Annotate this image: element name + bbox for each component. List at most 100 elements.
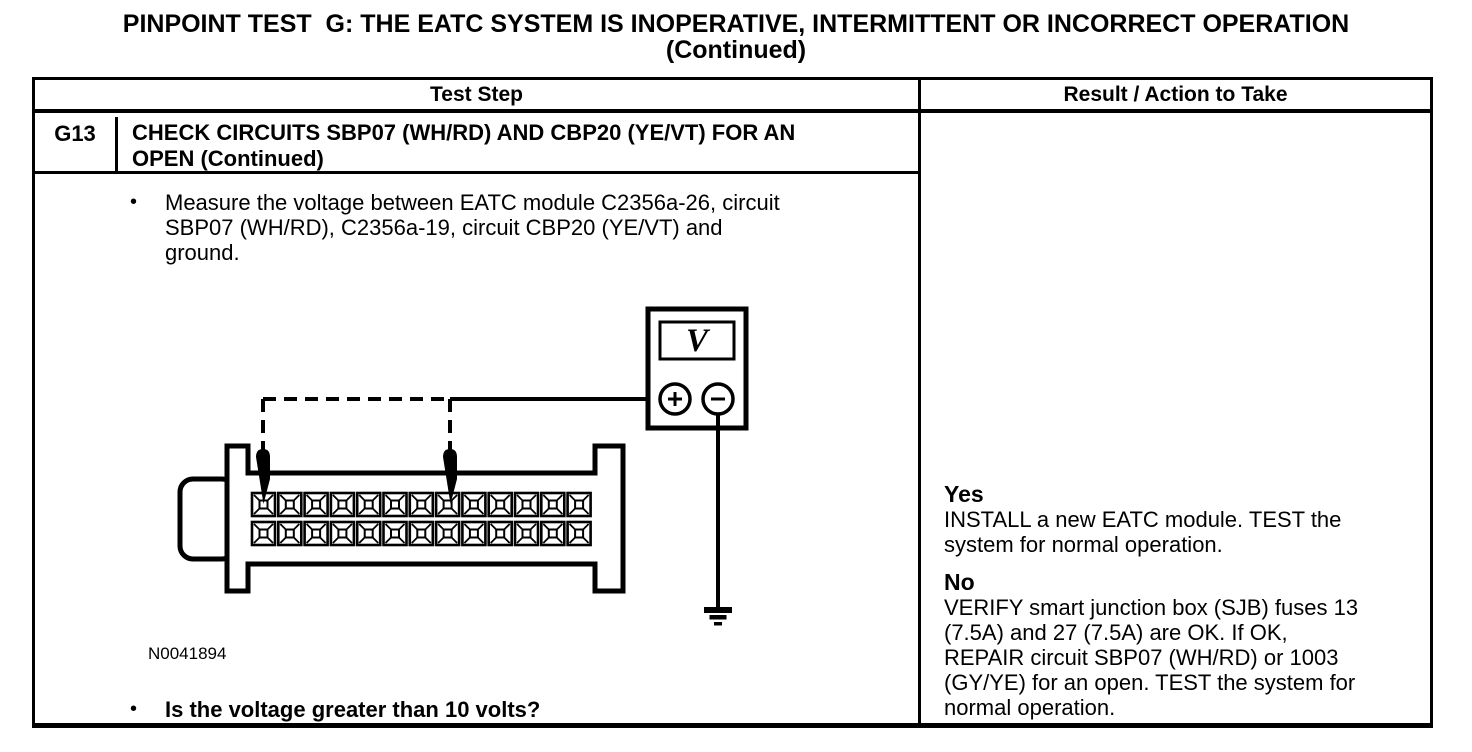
voltage-question-text: Is the voltage greater than 10 volts? <box>165 697 541 722</box>
measure-instruction: • Measure the voltage between EATC modul… <box>130 177 918 265</box>
pin-cavity-bevel <box>555 523 563 532</box>
no-heading: No <box>944 569 975 595</box>
pin-cavity-bevel <box>423 506 432 515</box>
pin-cavity-bevel <box>437 535 446 544</box>
pin-cavity-bevel <box>397 523 406 532</box>
pin-cavity-bevel <box>490 535 498 544</box>
pin-cavity-bevel <box>332 535 341 544</box>
pin-cavity-bevel <box>423 494 432 503</box>
pin-cavity-bevel <box>528 535 537 544</box>
pin-cavity-bevel <box>279 506 288 515</box>
pin-cavity-bevel <box>253 535 262 544</box>
pin-cavity-bevel <box>384 523 393 532</box>
pin-cavity-bevel <box>344 535 353 544</box>
pin-cavity-inner <box>416 528 427 539</box>
ground-bar-3 <box>714 622 722 626</box>
pin-cavity-bevel <box>318 535 327 544</box>
pin-cavity-bevel <box>318 523 327 532</box>
voltmeter: V <box>645 306 749 431</box>
pin-cavity-inner <box>468 528 479 539</box>
pin-cavity-bevel <box>542 506 551 515</box>
no-action-text: VERIFY smart junction box (SJB) fuses 13… <box>944 595 1359 720</box>
pin-cavity-inner <box>284 528 295 539</box>
pinpoint-test-table: Test Step Result / Action to Take G13 CH… <box>32 77 1433 728</box>
connector-body <box>224 443 626 594</box>
pin-cavity-bevel <box>411 494 419 503</box>
pin-cavity-bevel <box>581 506 590 515</box>
pin-cavity-bevel <box>371 523 379 532</box>
pin-cavity-inner <box>390 499 400 510</box>
yes-heading: Yes <box>944 481 984 507</box>
column-header-result: Result / Action to Take <box>921 80 1430 113</box>
ground-symbol-icon <box>704 607 732 626</box>
pin-cavity-bevel <box>305 523 314 532</box>
pin-cavity-bevel <box>292 523 300 532</box>
figure-id-label: N0041894 <box>148 644 226 663</box>
bullet-icon: • <box>130 698 138 720</box>
pin-cavity-inner <box>442 528 453 539</box>
pin-cavity-bevel <box>542 523 551 532</box>
pin-cavity-inner <box>495 528 506 539</box>
pin-cavity-bevel <box>568 506 577 515</box>
pin-cavity-bevel <box>332 506 341 515</box>
pin-cavity-bevel <box>490 494 498 503</box>
pin-cavity-bevel <box>318 506 327 515</box>
pin-cavity-inner <box>521 528 532 539</box>
pin-cavity-bevel <box>437 494 446 503</box>
pin-cavity-bevel <box>568 523 577 532</box>
pin-cavity-bevel <box>279 523 288 532</box>
pin-cavity-inner <box>574 528 585 539</box>
page-title-line1: PINPOINT TEST G: THE EATC SYSTEM IS INOP… <box>122 10 1350 38</box>
pin-cavity-bevel <box>542 535 551 544</box>
pin-cavity-bevel <box>305 535 314 544</box>
pin-cavity-bevel <box>292 535 300 544</box>
pin-cavity-bevel <box>502 506 511 515</box>
pin-cavity-bevel <box>344 523 353 532</box>
pin-cavity-bevel <box>265 494 274 503</box>
bullet-icon: • <box>130 191 138 213</box>
voltage-question: • Is the voltage greater than 10 volts? <box>130 697 918 722</box>
pin-cavity-bevel <box>371 535 379 544</box>
pin-cavity-bevel <box>437 506 446 515</box>
test-step-cell: • Measure the voltage between EATC modul… <box>35 177 918 723</box>
pin-cavity-bevel <box>502 494 511 503</box>
pin-cavity-bevel <box>528 506 537 515</box>
pin-cavity-inner <box>337 499 348 510</box>
pin-cavity-bevel <box>516 535 525 544</box>
pin-cavity-inner <box>521 499 532 510</box>
wiring-diagram-svg: V N0041894 <box>148 306 749 663</box>
pin-cavity-bevel <box>253 523 262 532</box>
pin-cavity-bevel <box>528 523 537 532</box>
pin-cavity-bevel <box>463 506 472 515</box>
pin-cavity-bevel <box>358 494 367 503</box>
pin-cavity-bevel <box>318 494 327 503</box>
connector-pin-grid <box>250 491 592 547</box>
pin-cavity-bevel <box>384 506 393 515</box>
pin-cavity-bevel <box>502 523 511 532</box>
pin-cavity-bevel <box>502 535 511 544</box>
ground-bar-2 <box>709 615 727 620</box>
pin-cavity-bevel <box>305 494 314 503</box>
pin-cavity-inner <box>416 499 427 510</box>
pin-cavity-bevel <box>449 494 458 503</box>
pin-cavity-bevel <box>265 535 274 544</box>
pin-cavity-bevel <box>292 494 300 503</box>
pin-cavity-bevel <box>384 494 393 503</box>
pin-cavity-bevel <box>397 506 406 515</box>
pin-cavity-bevel <box>371 494 379 503</box>
pin-cavity-bevel <box>516 523 525 532</box>
pin-cavity-bevel <box>476 506 485 515</box>
pin-cavity-bevel <box>423 535 432 544</box>
pin-cavity-bevel <box>253 494 262 503</box>
pin-cavity-inner <box>547 528 558 539</box>
voltmeter-v-label: V <box>686 323 711 359</box>
test-probe-pin8 <box>443 449 457 504</box>
column-header-test-step: Test Step <box>35 80 918 113</box>
pin-cavity-bevel <box>568 494 577 503</box>
ground-bar-1 <box>704 607 732 613</box>
pin-cavity-bevel <box>476 535 485 544</box>
pin-cavity-bevel <box>358 523 367 532</box>
pin-cavity-inner <box>337 528 348 539</box>
step-title-row: G13 CHECK CIRCUITS SBP07 (WH/RD) AND CBP… <box>35 117 918 174</box>
test-probe-pin1 <box>256 449 270 504</box>
